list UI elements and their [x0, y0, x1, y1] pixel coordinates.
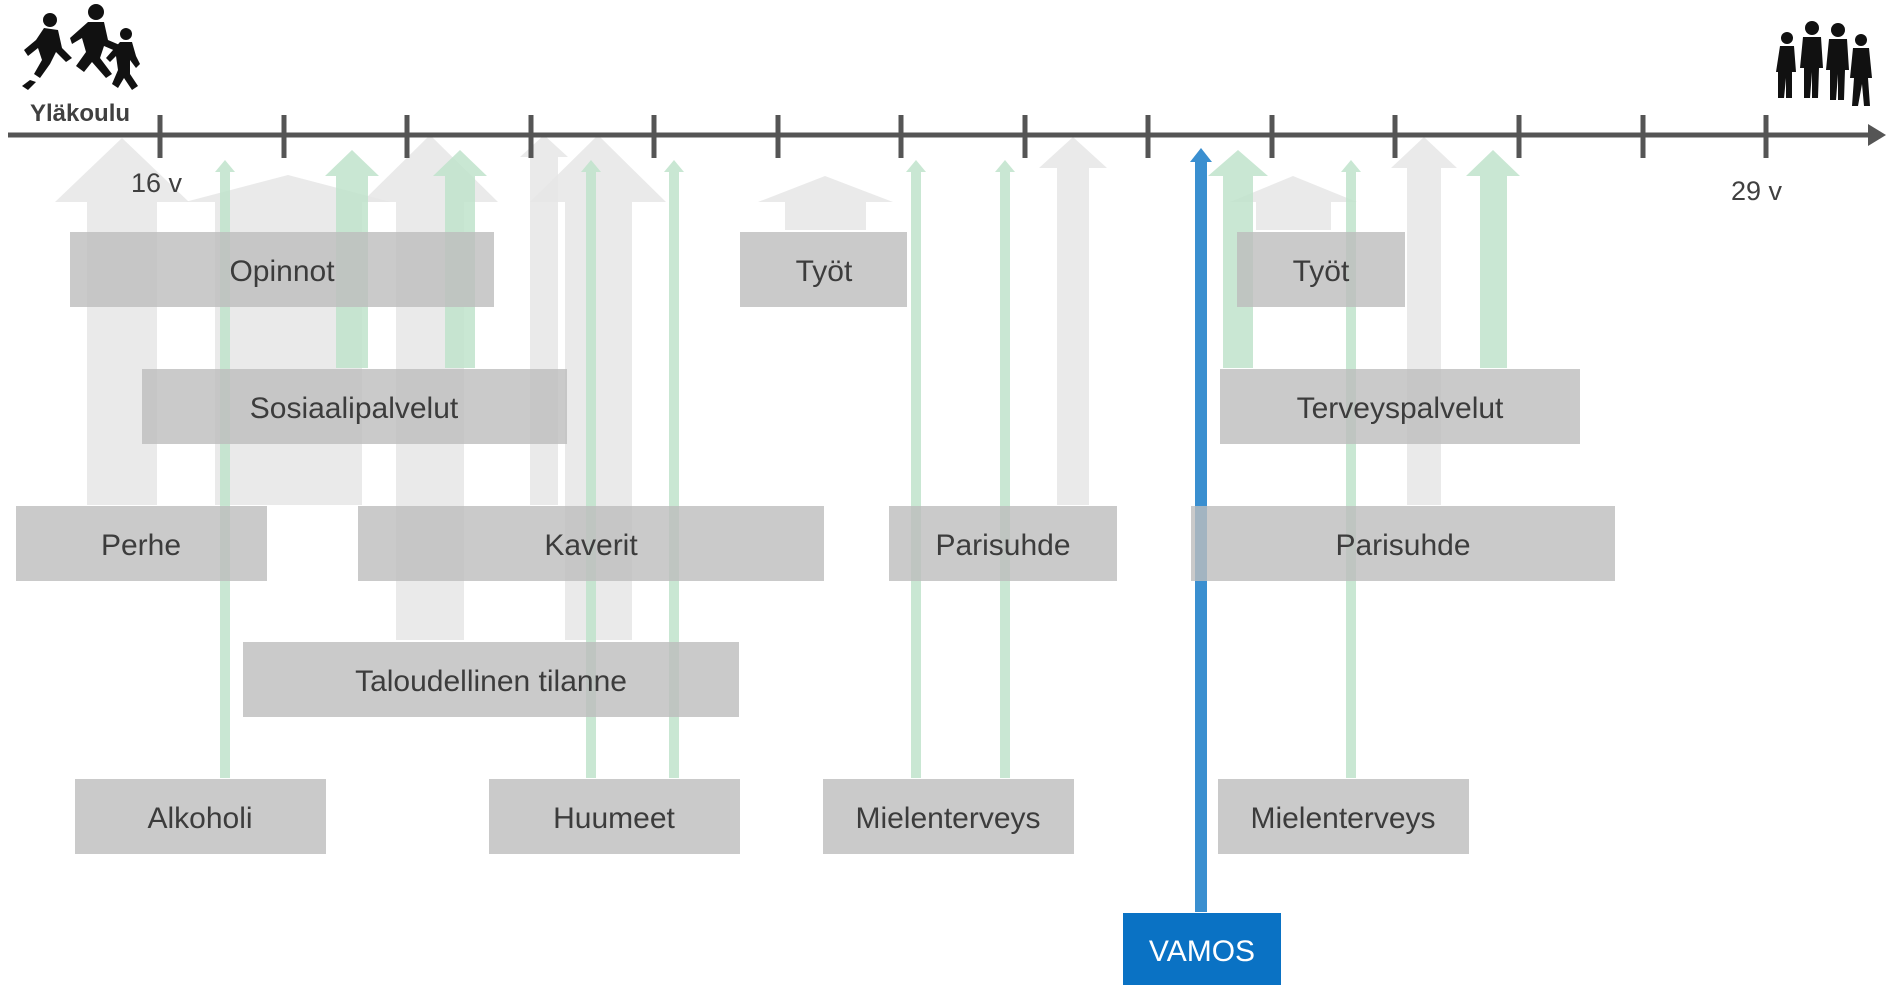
- grey-arrow: [758, 176, 893, 230]
- box-sosiaalipalvelut: [142, 369, 567, 444]
- green-arrow: [664, 160, 684, 778]
- box-perhe: [16, 506, 267, 581]
- box-kaverit: [358, 506, 824, 581]
- grey-arrow: [1391, 137, 1457, 505]
- green-arrow: [995, 160, 1015, 778]
- box-perhe-label: Perhe: [101, 529, 181, 562]
- box-tyot-2-label: Työt: [1293, 255, 1350, 288]
- box-parisuhde-1: [889, 506, 1117, 581]
- box-parisuhde-2: [1191, 506, 1615, 581]
- box-tyot-1: [740, 232, 907, 307]
- green-arrows: [215, 150, 1520, 778]
- box-tyot-2: [1237, 232, 1405, 307]
- box-taloudellinen-tilanne: [243, 642, 739, 717]
- box-parisuhde-2-label: Parisuhde: [1335, 529, 1470, 562]
- box-mielenterveys-1-label: Mielenterveys: [855, 802, 1040, 835]
- vamos-label: VAMOS: [1149, 935, 1255, 968]
- grey-arrow: [1230, 176, 1357, 230]
- green-arrow: [1466, 150, 1520, 368]
- box-kaverit-label: Kaverit: [544, 529, 638, 562]
- box-alkoholi-label: Alkoholi: [147, 802, 252, 835]
- box-huumeet: [489, 779, 740, 854]
- axis-arrowhead: [1868, 124, 1886, 146]
- green-arrow: [581, 160, 601, 778]
- age-start-label: 16 v: [131, 168, 183, 198]
- timeline-start-label: Yläkoulu: [30, 100, 130, 127]
- box-sosiaalipalvelut-label: Sosiaalipalvelut: [250, 392, 459, 425]
- standing-adults-silhouette-icon: [1776, 21, 1872, 106]
- box-tyot-1-label: Työt: [796, 255, 853, 288]
- box-taloudellinen-tilanne-label: Taloudellinen tilanne: [355, 665, 627, 698]
- vamos-box: [1123, 913, 1281, 985]
- box-mielenterveys-1: [823, 779, 1074, 854]
- running-children-silhouette-icon: [22, 4, 140, 90]
- boxes: Opinnot Työt Työt Sosiaalipalvelut Terve…: [16, 232, 1615, 854]
- box-mielenterveys-2-label: Mielenterveys: [1250, 802, 1435, 835]
- box-terveyspalvelut: [1220, 369, 1580, 444]
- green-arrow: [906, 160, 926, 778]
- axis-ticks: [157, 115, 1769, 158]
- box-opinnot-label: Opinnot: [229, 255, 335, 288]
- age-end-label: 29 v: [1731, 176, 1783, 206]
- box-parisuhde-1-label: Parisuhde: [935, 529, 1070, 562]
- green-arrow: [1341, 160, 1361, 778]
- box-alkoholi: [75, 779, 326, 854]
- grey-arrow: [1039, 137, 1107, 505]
- box-mielenterveys-2: [1218, 779, 1469, 854]
- box-terveyspalvelut-label: Terveyspalvelut: [1297, 392, 1504, 425]
- box-huumeet-label: Huumeet: [553, 802, 675, 835]
- box-opinnot: [70, 232, 494, 307]
- green-arrow: [215, 160, 235, 778]
